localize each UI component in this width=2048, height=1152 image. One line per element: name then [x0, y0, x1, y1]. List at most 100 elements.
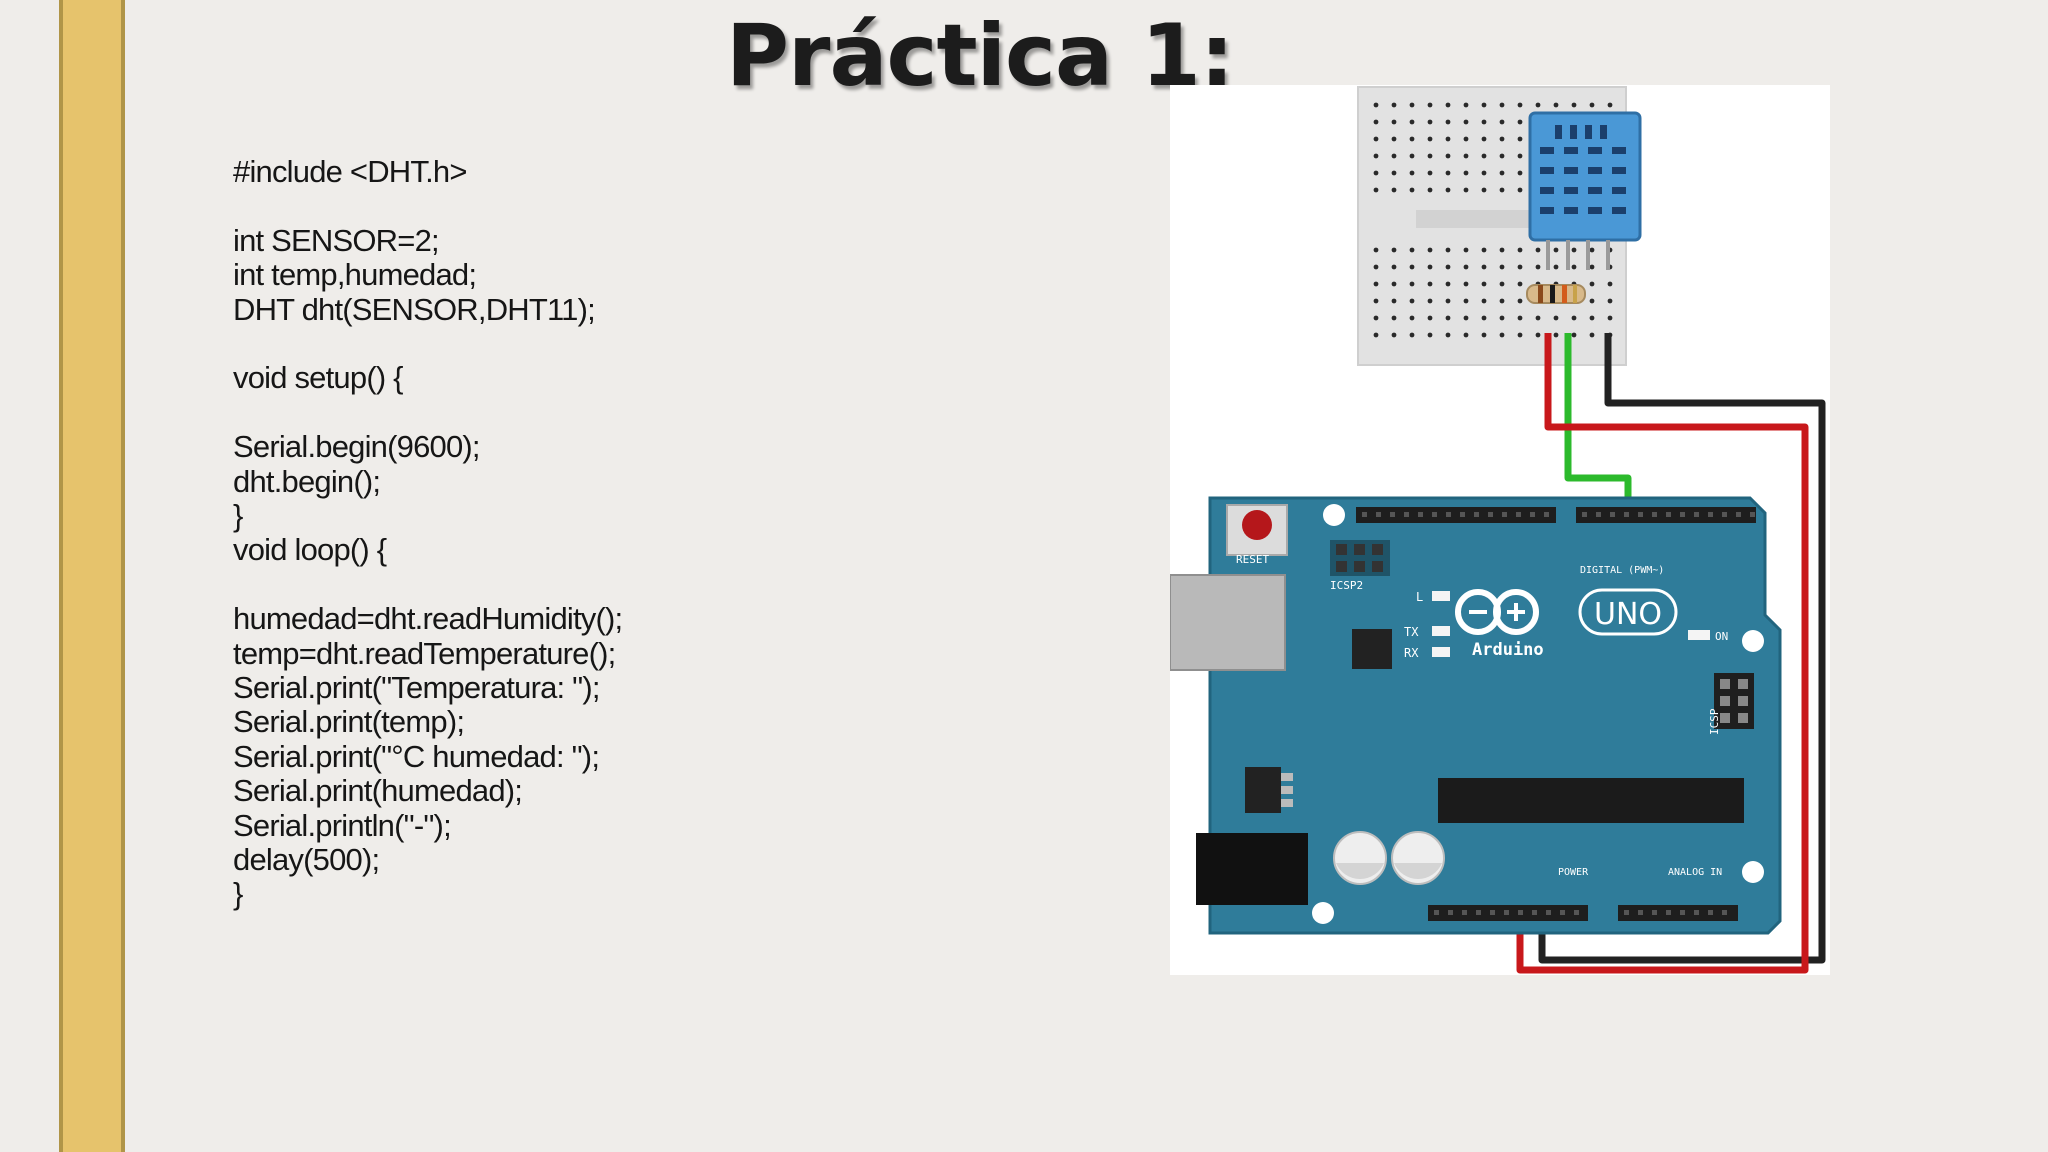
breadboard-hole: [1373, 332, 1379, 338]
code-line: [233, 327, 773, 361]
power-jack: [1196, 833, 1308, 905]
code-line: int temp,humedad;: [233, 257, 477, 293]
slide-title: Práctica 1:: [726, 6, 1234, 106]
uno-label: UNO: [1594, 597, 1662, 632]
header-pin: [1560, 910, 1565, 915]
header-pin: [1532, 910, 1537, 915]
on-label: ON: [1715, 630, 1728, 643]
microcontroller-chip: [1438, 778, 1744, 823]
breadboard-hole: [1481, 102, 1487, 108]
icsp-header: [1714, 673, 1754, 729]
breadboard-hole: [1391, 187, 1397, 193]
breadboard-hole: [1481, 298, 1487, 304]
breadboard-hole: [1373, 153, 1379, 159]
breadboard-hole: [1607, 281, 1613, 287]
arduino-uno-board: RESET ICSP2 DIGITAL (PWM~) L TX RX UNO A…: [1170, 496, 1782, 935]
breadboard-hole: [1463, 187, 1469, 193]
breadboard-hole: [1589, 315, 1595, 321]
breadboard-hole: [1589, 247, 1595, 253]
breadboard-hole: [1409, 247, 1415, 253]
header-pin: [1502, 512, 1507, 517]
breadboard-hole: [1517, 247, 1523, 253]
breadboard-hole: [1553, 264, 1559, 270]
breadboard-hole: [1391, 102, 1397, 108]
breadboard-hole: [1391, 153, 1397, 159]
resistor: [1526, 284, 1586, 304]
header-pin: [1750, 512, 1755, 517]
breadboard-hole: [1535, 247, 1541, 253]
header-pin: [1624, 910, 1629, 915]
breadboard-hole: [1409, 170, 1415, 176]
breadboard-hole: [1427, 315, 1433, 321]
breadboard-hole: [1607, 102, 1613, 108]
header-pin: [1546, 910, 1551, 915]
breadboard-hole: [1445, 332, 1451, 338]
breadboard-hole: [1517, 332, 1523, 338]
breadboard-hole: [1481, 153, 1487, 159]
breadboard-hole: [1499, 187, 1505, 193]
breadboard-hole: [1499, 281, 1505, 287]
header-pin: [1708, 910, 1713, 915]
header-pin: [1610, 512, 1615, 517]
breadboard-hole: [1481, 315, 1487, 321]
infinity-symbols: [1469, 603, 1525, 621]
l-label: L: [1416, 590, 1423, 604]
breadboard-hole: [1373, 247, 1379, 253]
breadboard-hole: [1445, 281, 1451, 287]
header-pin: [1460, 512, 1465, 517]
header-pin: [1476, 910, 1481, 915]
breadboard-hole: [1481, 119, 1487, 125]
breadboard-hole: [1553, 332, 1559, 338]
breadboard-hole: [1409, 102, 1415, 108]
breadboard-hole: [1607, 298, 1613, 304]
breadboard-hole: [1499, 264, 1505, 270]
header-pin: [1404, 512, 1409, 517]
breadboard-hole: [1391, 119, 1397, 125]
breadboard-hole: [1463, 247, 1469, 253]
breadboard-hole: [1463, 119, 1469, 125]
breadboard-hole: [1445, 136, 1451, 142]
analog-label: ANALOG IN: [1668, 867, 1722, 878]
breadboard-hole: [1409, 332, 1415, 338]
breadboard-hole: [1427, 187, 1433, 193]
breadboard-hole: [1481, 187, 1487, 193]
breadboard-hole: [1535, 264, 1541, 270]
breadboard-hole: [1373, 281, 1379, 287]
header-pin: [1722, 910, 1727, 915]
breadboard-hole: [1373, 170, 1379, 176]
code-line: humedad=dht.readHumidity();: [233, 601, 623, 637]
breadboard-hole: [1499, 170, 1505, 176]
breadboard-hole: [1481, 247, 1487, 253]
breadboard-hole: [1571, 264, 1577, 270]
code-block: #include <DHT.h> int SENSOR=2; int temp,…: [233, 154, 773, 912]
header-pin: [1474, 512, 1479, 517]
analog-header: [1618, 905, 1738, 921]
header-pin: [1518, 910, 1523, 915]
header-pin: [1390, 512, 1395, 517]
code-line: temp=dht.readTemperature();: [233, 635, 616, 671]
accent-sidebar-bar: [59, 0, 125, 1152]
breadboard-hole: [1463, 281, 1469, 287]
rx-label: RX: [1404, 646, 1419, 660]
breadboard-hole: [1391, 315, 1397, 321]
breadboard-hole: [1445, 247, 1451, 253]
code-line: delay(500);: [233, 842, 380, 878]
breadboard-hole: [1427, 332, 1433, 338]
header-pin: [1462, 910, 1467, 915]
code-line: }: [233, 498, 243, 534]
led-rx: [1432, 647, 1450, 657]
header-pin: [1516, 512, 1521, 517]
power-label: POWER: [1558, 867, 1589, 878]
breadboard-hole: [1445, 119, 1451, 125]
breadboard-hole: [1391, 170, 1397, 176]
breadboard-hole: [1391, 281, 1397, 287]
breadboard-hole: [1427, 247, 1433, 253]
breadboard-hole: [1481, 281, 1487, 287]
breadboard-hole: [1589, 281, 1595, 287]
breadboard-hole: [1607, 315, 1613, 321]
header-pin: [1432, 512, 1437, 517]
breadboard-hole: [1445, 153, 1451, 159]
breadboard-hole: [1571, 102, 1577, 108]
breadboard-hole: [1409, 119, 1415, 125]
